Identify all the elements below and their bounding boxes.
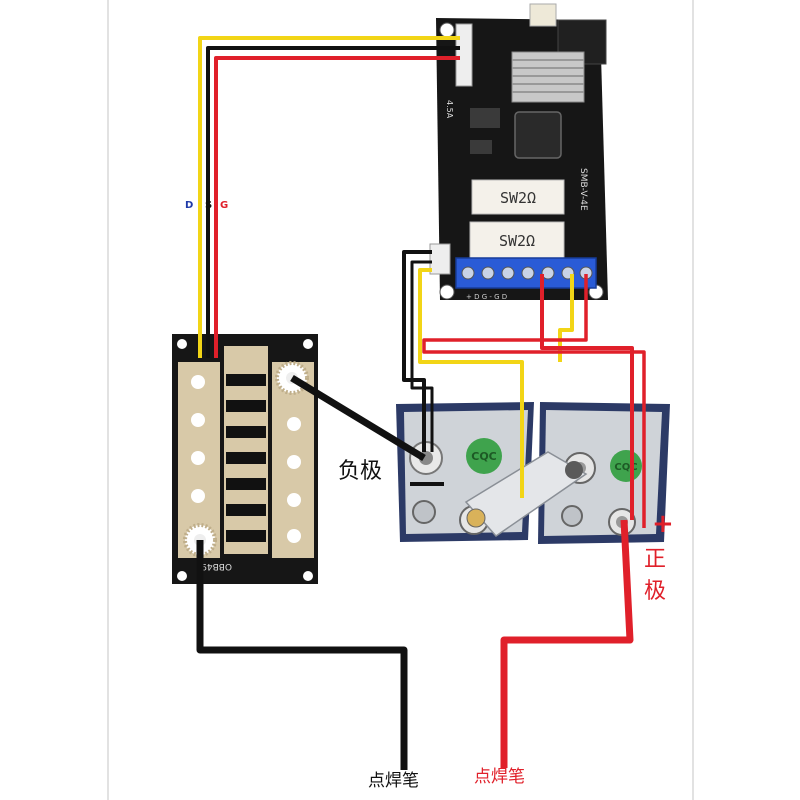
wire-red-terminal-2	[422, 274, 646, 528]
label-g: G	[220, 200, 228, 211]
busbar-bolt	[565, 461, 583, 479]
label-weld-pen-left: 点焊笔	[368, 771, 419, 791]
wire-yellow-s	[198, 36, 460, 358]
label-weld-pen-right: 点焊笔	[474, 767, 525, 787]
dsg-label: D S G	[185, 200, 228, 211]
wire-weld-pen-negative	[196, 540, 408, 770]
inductor	[514, 111, 562, 159]
mosfet-board-silk: OBB49	[201, 561, 232, 571]
label-s: S	[205, 200, 212, 211]
terminal-marks: + D G - G D	[466, 293, 507, 301]
mount-hole-bl	[439, 284, 455, 300]
corner-hole	[303, 571, 313, 581]
cqc-logo-left-text: CQC	[471, 450, 497, 463]
wire-black-side-2	[410, 260, 434, 452]
board-side-silk: 4.5A	[445, 100, 454, 119]
corner-hole	[177, 339, 187, 349]
cqc-logo-right-text: CQC	[614, 462, 637, 473]
wire-yellow-mid	[418, 268, 524, 498]
wires	[196, 36, 646, 770]
resistor-2: SW2Ω	[469, 221, 565, 259]
label-d: D	[185, 200, 193, 211]
cqc-logo-left	[466, 438, 502, 474]
wire-black-d	[206, 46, 460, 358]
side-connector	[429, 243, 451, 275]
terminal-block	[455, 257, 597, 289]
control-board: SMB-V-4E 4.5A SW2Ω SW2Ω + D G - G D	[429, 3, 608, 301]
heatsink	[511, 51, 585, 103]
mosfet-row	[226, 374, 266, 542]
small-connector	[529, 3, 557, 27]
battery-right-vent	[561, 505, 583, 527]
label-plus: +	[652, 509, 674, 539]
mosfet-board: OBB49	[172, 334, 318, 584]
label-positive-2: 极	[644, 579, 666, 604]
label-negative: 负极	[338, 459, 382, 484]
wire-weld-pen-positive	[500, 519, 634, 768]
pad-holes-left	[191, 375, 205, 503]
resistor-1: SW2Ω	[471, 179, 565, 215]
wire-black-side-1	[402, 250, 432, 452]
corner-hole	[303, 339, 313, 349]
mount-hole-tl	[439, 22, 455, 38]
minus-mark	[410, 482, 444, 486]
pad-holes-right	[287, 417, 301, 543]
resistor-1-label: SW2Ω	[500, 189, 536, 207]
wire-red-terminal-1	[540, 274, 634, 520]
corner-hole	[177, 571, 187, 581]
signal-connector	[455, 23, 473, 87]
ic-chip	[470, 108, 500, 128]
ic-chip-small	[470, 140, 492, 154]
board-silk-text: SMB-V-4E	[578, 168, 588, 211]
wire-black-main	[290, 375, 426, 461]
battery-left-vent	[412, 500, 436, 524]
label-positive-1: 正	[644, 547, 666, 572]
wire-red-g	[214, 56, 460, 358]
resistor-2-label: SW2Ω	[499, 232, 535, 250]
busbar-bolt-2	[466, 508, 486, 528]
